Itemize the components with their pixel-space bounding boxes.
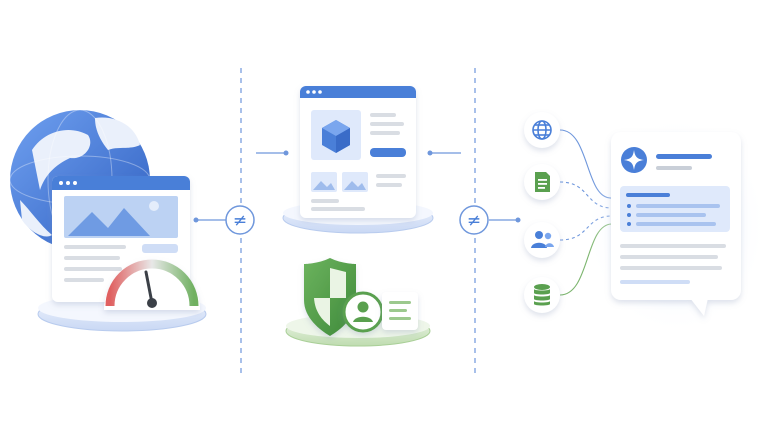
text-line (626, 193, 670, 197)
text-line (636, 213, 706, 217)
text-line (64, 278, 104, 282)
speed-gauge-icon (104, 259, 200, 310)
not-equal-symbol: ≠ (467, 211, 481, 231)
button-placeholder (370, 148, 406, 157)
left-scene (9, 109, 207, 332)
globe-icon (532, 120, 552, 140)
image-thumbnail-icon (311, 172, 337, 192)
text-line (370, 122, 404, 126)
user-icon (342, 291, 384, 333)
users-icon (531, 231, 554, 248)
text-line (370, 113, 396, 117)
results-box (620, 186, 730, 232)
text-line (64, 267, 122, 271)
sparkle-icon (621, 147, 647, 173)
text-line (370, 131, 400, 135)
cube-icon (311, 110, 361, 160)
text-line (620, 244, 726, 248)
document-icon (535, 172, 550, 192)
text-line (311, 199, 339, 203)
source-globe (524, 112, 560, 148)
image-thumbnail-icon (342, 172, 368, 192)
button-placeholder (142, 244, 178, 253)
text-line (620, 280, 690, 284)
text-line (656, 154, 712, 159)
source-database (524, 277, 560, 313)
text-line (620, 266, 722, 270)
text-line (656, 166, 692, 170)
text-line (620, 255, 718, 259)
not-equal-badge-left: ≠ (225, 205, 255, 235)
text-line (636, 204, 720, 208)
document-icon (382, 292, 418, 330)
text-line (64, 245, 126, 249)
database-icon (534, 284, 550, 306)
connection-line (559, 181, 613, 209)
middle-scene (256, 86, 461, 347)
not-equal-badge-right: ≠ (459, 205, 489, 235)
right-scene (524, 112, 768, 335)
text-line (376, 174, 406, 178)
text-line (636, 222, 716, 226)
text-line (64, 256, 120, 260)
source-users (524, 222, 560, 258)
text-line (311, 207, 365, 211)
text-line (376, 183, 402, 187)
source-document (524, 164, 560, 200)
not-equal-symbol: ≠ (233, 211, 247, 231)
mountain-image-icon (64, 196, 178, 238)
